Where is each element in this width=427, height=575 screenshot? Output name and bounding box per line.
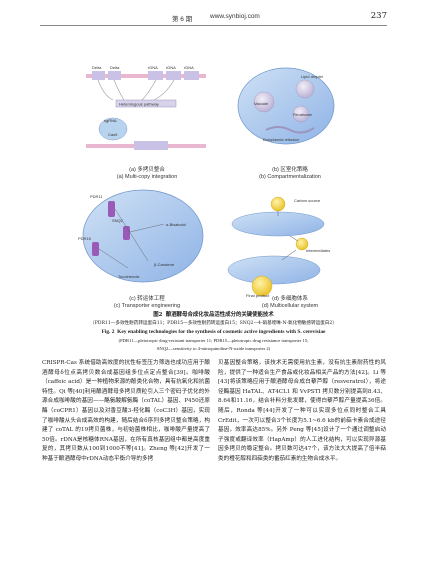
intermediate-molecule — [295, 237, 309, 251]
figure-abbreviations-en-2: SNQ2—sensitivity to 4-nitroquinoline-N-o… — [156, 346, 271, 351]
label-delta-2: Delta — [110, 65, 120, 70]
running-header: 第 6 期 www.synbioj.com 237 — [40, 8, 387, 26]
rdna-site-1 — [148, 71, 163, 80]
figure-abbreviations-zh: （PDR11—多效性耐药转运蛋白11；PDR15—多效性耐药转运蛋白15；SNQ… — [90, 321, 337, 326]
integrated-cassette — [134, 141, 168, 150]
panel-d-caption-zh: (d) 多细胞体系 — [272, 296, 308, 302]
label-rdna-2: rDNA — [166, 65, 176, 70]
body-paragraph-right: 贝基因整合策略，该技术无需使用抗生素，没有抗生素耐药性的风险，提供了一种适合生产… — [218, 360, 386, 462]
delta-site-1 — [92, 71, 105, 80]
figure-caption-zh: 图2 酿酒酵母合成化妆品活性成分的关键使能技术 — [40, 312, 387, 319]
chromosome-bar-1 — [86, 74, 206, 78]
label-pdr11: PDR11 — [90, 194, 103, 199]
endoplasmic-reticulum — [265, 126, 315, 134]
label-delta-1: Delta — [92, 65, 102, 70]
delta-site-2 — [108, 71, 121, 80]
snq2-transporter — [123, 226, 130, 240]
panel-d-caption: (d) 多细胞体系 (d) Multicellular system — [240, 296, 340, 309]
figure-caption-en: Fig. 2 Key enabling technologies for the… — [40, 329, 387, 336]
label-pdr15: PDR15 — [78, 236, 92, 241]
panel-b-caption-zh: (b) 区室化策略 — [272, 167, 308, 173]
integration-arrows — [97, 79, 175, 101]
label-cas9: Cas9 — [108, 132, 118, 137]
label-intermediates: Intermediates — [306, 248, 330, 253]
label-rdna-3: rDNA — [184, 65, 194, 70]
label-lipid-droplet: Lipid droplet — [301, 74, 324, 79]
vacuole — [253, 91, 275, 113]
panel-c-caption-en: (c) Transporter engineering — [113, 302, 181, 309]
figure-2: Delta Delta rDNA rDNA rDNA Heterologous … — [68, 56, 360, 309]
molecule-links — [98, 208, 165, 269]
figure-number-en: Fig. 2 — [101, 329, 115, 335]
pdr11-transporter — [108, 201, 115, 217]
lipid-droplet — [295, 79, 315, 99]
body-column-left: CRISPR-Cas 系统借助高效度的抗性标签压力筛选也成功应用于酿酒酵母δ位点… — [42, 359, 210, 465]
body-paragraph-left: CRISPR-Cas 系统借助高效度的抗性标签压力筛选也成功应用于酿酒酵母δ位点… — [42, 360, 210, 462]
label-peroxisome: Peroxisome — [293, 113, 312, 117]
label-vacuole: Vacuole — [254, 101, 269, 106]
figure-number-zh: 图2 — [153, 312, 163, 318]
panel-d-illustration: Carbon source Intermediates Final produc… — [227, 196, 330, 298]
peroxisome — [292, 105, 310, 123]
panel-d-caption-en: (d) Multicellular system — [261, 302, 319, 309]
flow-arrows — [277, 211, 299, 261]
label-tocotrienols: Tocotrienols — [118, 274, 139, 279]
journal-website: www.synbioj.com — [210, 13, 260, 20]
figure-abbreviations-en-1: (PDR11—pleiotropic drug-resistant transp… — [118, 338, 309, 343]
panel-c-illustration: PDR11 SNQ2 α-Bisabolol PDR15 β-Carotene … — [78, 189, 204, 283]
figure-title-zh: 酿酒酵母合成化妆品活性成分的关键使能技术 — [165, 312, 274, 318]
label-carbon-source: Carbon source — [294, 198, 321, 203]
page-number: 237 — [370, 11, 387, 21]
label-snq2: SNQ2 — [112, 218, 124, 223]
issue-number: 第 6 期 — [172, 16, 193, 23]
label-sgrna: sgRNA — [104, 118, 117, 123]
body-column-right: 贝基因整合策略，该技术无需使用抗生素，没有抗生素耐药性的风险，提供了一种适合生产… — [218, 359, 386, 465]
label-heterologous-pathway: Heterologous pathway — [119, 102, 159, 107]
figure-illustration: Delta Delta rDNA rDNA rDNA Heterologous … — [78, 65, 335, 298]
panel-c-caption: (c) 转运体工程 (c) Transporter engineering — [102, 296, 192, 309]
rdna-site-3 — [184, 71, 199, 80]
figure-title-en: Key enabling technologies for the synthe… — [117, 329, 326, 335]
label-rdna-1: rDNA — [148, 65, 158, 70]
panel-b-caption-en: (b) Compartmentalization — [259, 173, 321, 180]
panel-a-caption-zh: (a) 多拷贝整合 — [129, 167, 165, 173]
panel-a-illustration: Delta Delta rDNA rDNA rDNA Heterologous … — [86, 65, 206, 150]
label-bisabolol: α-Bisabolol — [166, 222, 186, 227]
rdna-site-2 — [166, 71, 181, 80]
panel-b-caption: (b) 区室化策略 (b) Compartmentalization — [240, 167, 340, 180]
label-endoplasmic-reticulum: Endoplasmic reticulum — [263, 138, 299, 142]
carbon-source-cell — [270, 196, 286, 212]
panel-b-illustration: Lipid droplet Vacuole Peroxisome Endopla… — [237, 67, 335, 145]
cas9-complex: sgRNA Cas9 — [98, 117, 128, 141]
label-beta-carotene: β-Carotene — [154, 262, 175, 267]
panel-a-caption: (a) 多拷贝整合 (a) Multi-copy integration — [102, 167, 192, 180]
heterologous-pathway-box — [115, 99, 177, 108]
downstream-cell — [227, 255, 321, 285]
panel-a-caption-en: (a) Multi-copy integration — [116, 173, 178, 180]
label-final-product: Final product — [246, 293, 270, 298]
panel-c-caption-zh: (c) 转运体工程 — [129, 296, 165, 302]
pdr15-transporter — [92, 242, 99, 256]
final-product-molecule — [251, 275, 273, 297]
